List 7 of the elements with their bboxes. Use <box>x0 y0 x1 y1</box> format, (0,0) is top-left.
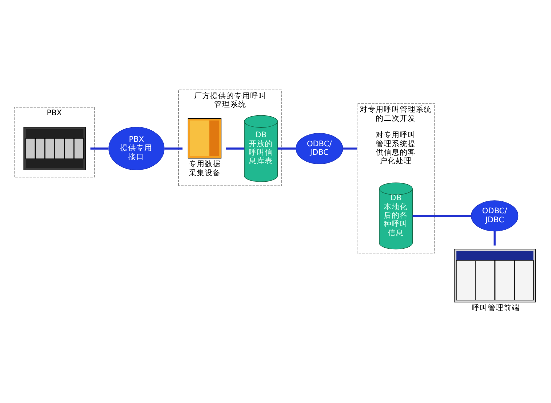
connector <box>412 215 472 218</box>
connector <box>90 148 109 150</box>
connector <box>164 148 183 150</box>
connector <box>343 148 358 150</box>
connector <box>494 231 496 246</box>
connector <box>278 148 296 150</box>
connector <box>226 148 245 150</box>
